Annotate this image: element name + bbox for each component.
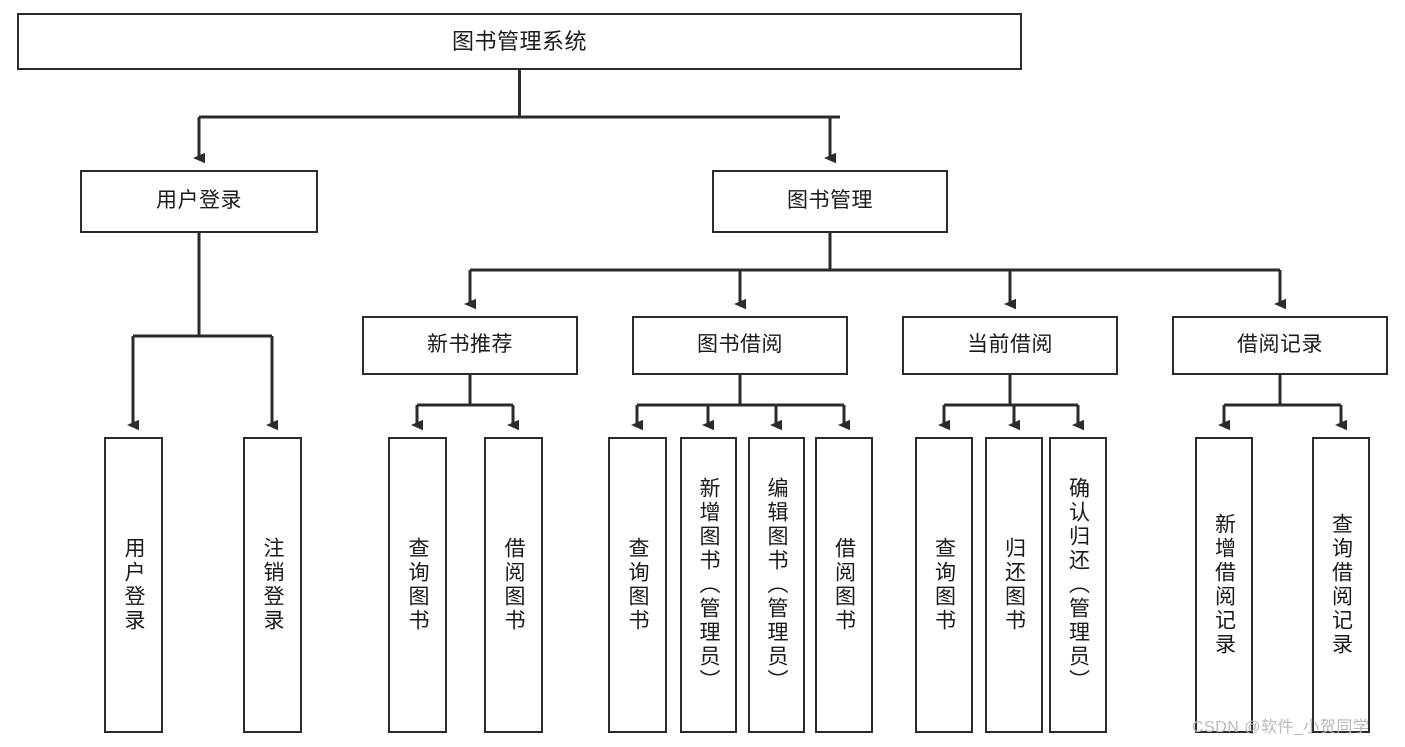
node-leaf-query-book-current-label: 查询图书: [932, 537, 956, 633]
node-leaf-logout[interactable]: 注销登录: [243, 437, 302, 733]
node-leaf-add-borrow-record[interactable]: 新增借阅记录: [1195, 437, 1253, 733]
node-book-management[interactable]: 图书管理: [712, 170, 948, 233]
node-leaf-query-book-borrow-label: 查询图书: [626, 537, 649, 633]
node-root[interactable]: 图书管理系统: [17, 13, 1022, 70]
watermark-text: CSDN @软件_小贺同学: [1192, 719, 1370, 736]
node-new-book-recommend[interactable]: 新书推荐: [362, 316, 578, 375]
node-user-login-label: 用户登录: [156, 189, 242, 213]
node-borrow-record[interactable]: 借阅记录: [1172, 316, 1388, 375]
node-current-borrow-label: 当前借阅: [967, 333, 1053, 357]
node-leaf-user-login-label: 用户登录: [122, 537, 145, 633]
node-leaf-edit-book-admin[interactable]: 编辑图书（管理员）: [748, 437, 805, 733]
node-new-book-recommend-label: 新书推荐: [427, 333, 513, 357]
node-leaf-borrow-book-recommend[interactable]: 借阅图书: [484, 437, 543, 733]
node-leaf-confirm-return-admin[interactable]: 确认归还（管理员）: [1049, 437, 1107, 733]
node-leaf-query-book-borrow[interactable]: 查询图书: [608, 437, 667, 733]
node-leaf-query-borrow-record-label: 查询借阅记录: [1329, 513, 1353, 657]
node-leaf-add-borrow-record-label: 新增借阅记录: [1212, 513, 1236, 657]
node-leaf-user-login[interactable]: 用户登录: [104, 437, 163, 733]
node-leaf-borrow-book[interactable]: 借阅图书: [815, 437, 873, 733]
node-leaf-query-book-recommend[interactable]: 查询图书: [388, 437, 447, 733]
node-leaf-add-book-admin-label: 新增图书（管理员）: [697, 477, 720, 693]
node-book-borrow-label: 图书借阅: [697, 333, 783, 357]
node-leaf-query-borrow-record[interactable]: 查询借阅记录: [1312, 437, 1370, 733]
node-borrow-record-label: 借阅记录: [1237, 333, 1323, 357]
node-leaf-query-book-recommend-label: 查询图书: [406, 537, 429, 633]
node-user-login[interactable]: 用户登录: [80, 170, 318, 233]
node-current-borrow[interactable]: 当前借阅: [902, 316, 1118, 375]
node-leaf-return-book[interactable]: 归还图书: [985, 437, 1043, 733]
node-leaf-return-book-label: 归还图书: [1002, 537, 1026, 633]
node-leaf-borrow-book-label: 借阅图书: [832, 537, 856, 633]
node-root-label: 图书管理系统: [451, 28, 587, 54]
node-leaf-edit-book-admin-label: 编辑图书（管理员）: [765, 477, 788, 693]
node-leaf-add-book-admin[interactable]: 新增图书（管理员）: [680, 437, 737, 733]
node-book-borrow[interactable]: 图书借阅: [632, 316, 848, 375]
node-leaf-query-book-current[interactable]: 查询图书: [915, 437, 973, 733]
node-leaf-logout-label: 注销登录: [261, 537, 284, 633]
node-leaf-borrow-book-recommend-label: 借阅图书: [502, 537, 525, 633]
node-book-management-label: 图书管理: [787, 189, 873, 213]
node-leaf-confirm-return-admin-label: 确认归还（管理员）: [1066, 477, 1090, 693]
